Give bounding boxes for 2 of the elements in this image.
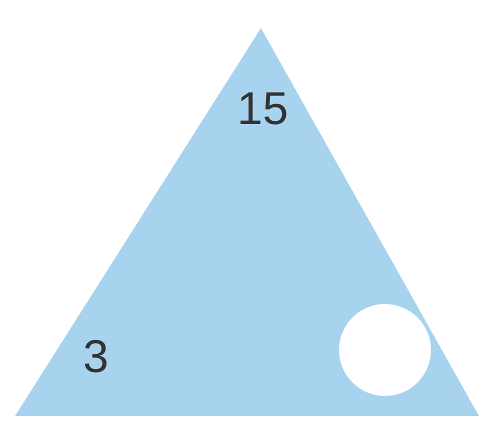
number-label: 3 [83, 333, 109, 379]
number-label: 15 [237, 85, 288, 131]
